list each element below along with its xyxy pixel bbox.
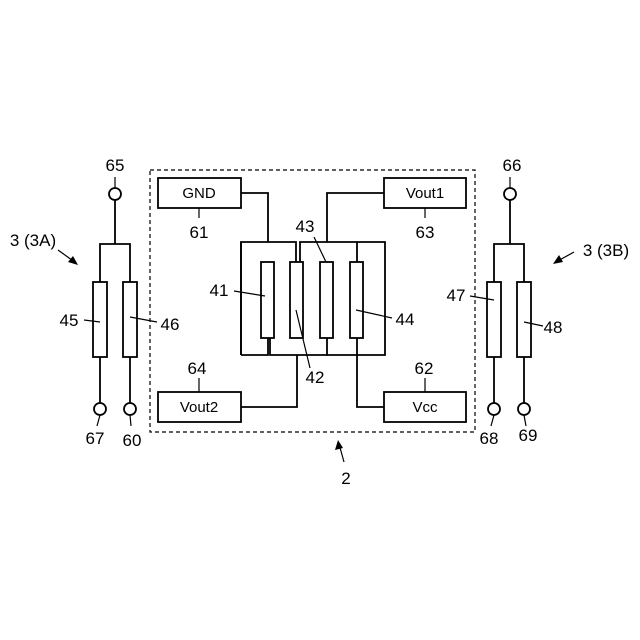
vcc-pad-label: Vcc <box>412 399 438 416</box>
ref-3a: 3 (3A) <box>10 231 56 250</box>
terminal-65 <box>109 188 121 200</box>
resistor-42 <box>290 262 303 338</box>
ref-60: 60 <box>123 431 142 450</box>
ref-66: 66 <box>503 156 522 175</box>
ref-65: 65 <box>106 156 125 175</box>
resistor-48 <box>517 282 531 357</box>
terminal-60 <box>124 403 136 415</box>
ref-47: 47 <box>447 286 466 305</box>
ref-48: 48 <box>544 318 563 337</box>
terminal-68 <box>488 403 500 415</box>
arrow-3b <box>553 252 574 264</box>
terminal-69 <box>518 403 530 415</box>
ref-3b: 3 (3B) <box>583 241 629 260</box>
ref-68: 68 <box>480 429 499 448</box>
terminal-66 <box>504 188 516 200</box>
resistor-46 <box>123 282 137 357</box>
leader-lines <box>84 177 543 426</box>
ref-67: 67 <box>86 429 105 448</box>
ref-46: 46 <box>161 315 180 334</box>
ref-42: 42 <box>306 368 325 387</box>
resistor-44 <box>350 262 363 338</box>
ref-69: 69 <box>519 426 538 445</box>
terminal-67 <box>94 403 106 415</box>
ref-63: 63 <box>416 223 435 242</box>
resistor-41 <box>261 262 274 338</box>
arrow-3a <box>58 250 78 265</box>
ref-45: 45 <box>60 311 79 330</box>
vout2-pad-label: Vout2 <box>180 399 218 416</box>
ref-2: 2 <box>341 469 350 488</box>
ref-61: 61 <box>190 223 209 242</box>
ref-41: 41 <box>210 281 229 300</box>
ref-44: 44 <box>396 310 415 329</box>
arrow-2 <box>335 440 344 462</box>
ref-62: 62 <box>415 359 434 378</box>
resistor-45 <box>93 282 107 357</box>
resistor-47 <box>487 282 501 357</box>
vout1-pad-label: Vout1 <box>406 185 444 202</box>
gnd-pad-label: GND <box>182 185 216 202</box>
ref-43: 43 <box>296 217 315 236</box>
resistor-43 <box>320 262 333 338</box>
ref-64: 64 <box>188 359 207 378</box>
